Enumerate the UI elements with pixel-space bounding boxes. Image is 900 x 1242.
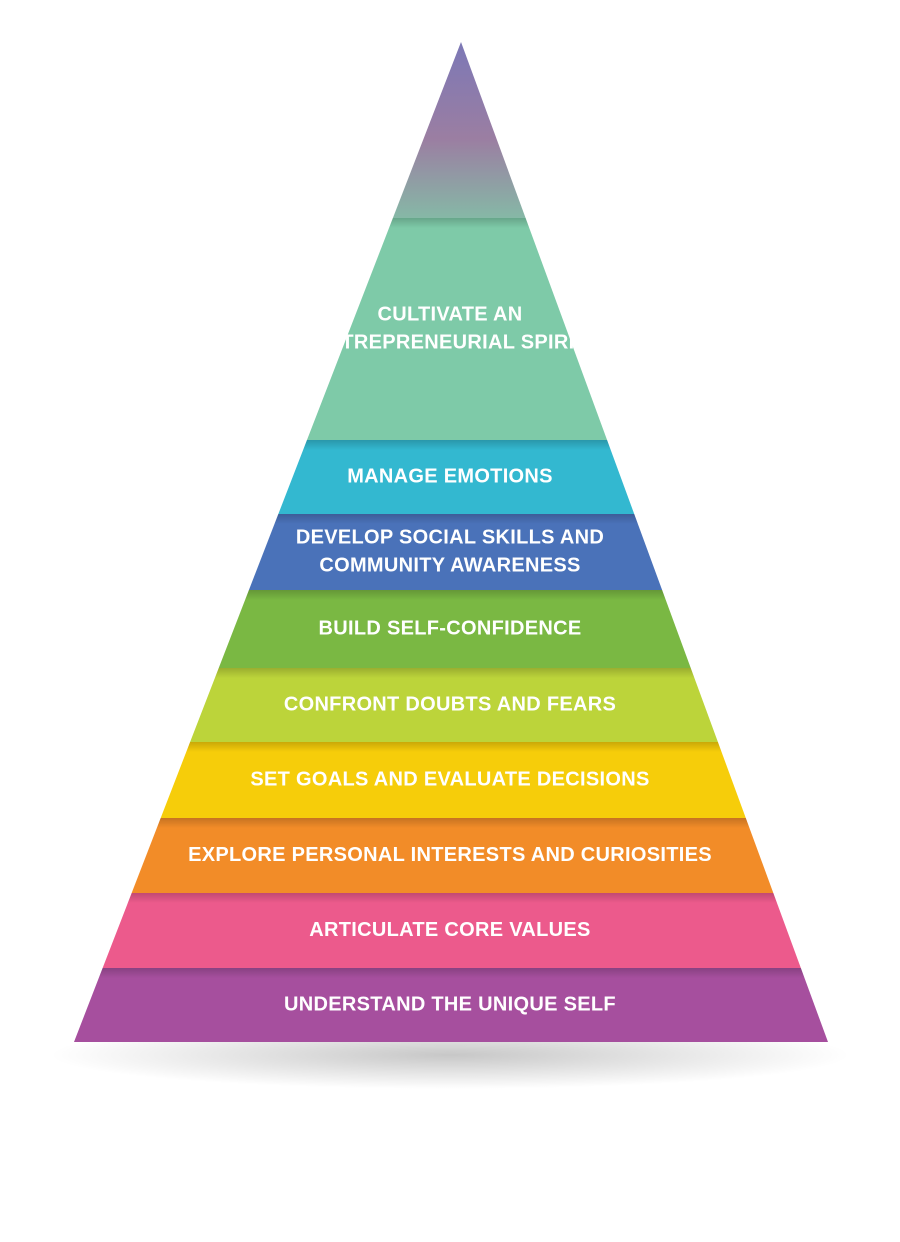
pyramid-tier: CONFRONT DOUBTS AND FEARS [190, 668, 718, 742]
pyramid-tier-label: ARTICULATE CORE VALUES [309, 919, 590, 941]
pyramid-tier-shade [245, 590, 666, 600]
pyramid-tier-label: ENTREPRENEURIAL SPIRIT [313, 331, 587, 353]
pyramid-tier-shade [303, 440, 611, 450]
pyramid-tier-label: SET GOALS AND EVALUATE DECISIONS [250, 768, 649, 790]
pyramid-tier-label: DEVELOP SOCIAL SKILLS AND [296, 526, 604, 548]
pyramid-tier-label: MANAGE EMOTIONS [347, 465, 553, 487]
pyramid-tier-shade [186, 742, 722, 752]
pyramid-tier-shade [274, 514, 638, 524]
pyramid-tier: DEVELOP SOCIAL SKILLS AND COMMUNITY AWARE… [248, 514, 663, 590]
pyramid-tier-label: COMMUNITY AWARENESS [319, 554, 580, 576]
pyramid-tier-band [102, 893, 801, 968]
pyramid-tier-label: UNDERSTAND THE UNIQUE SELF [284, 993, 616, 1015]
pyramid-tier: MANAGE EMOTIONS [278, 440, 635, 514]
pyramid-tier-shade [98, 968, 805, 978]
pyramid-tier-band [74, 968, 828, 1042]
pyramid-tier-label: CONFRONT DOUBTS AND FEARS [284, 693, 616, 715]
pyramid-tier-shade [127, 893, 777, 903]
pyramid-tier-band [160, 742, 746, 818]
pyramid-tier: SET GOALS AND EVALUATE DECISIONS [160, 742, 746, 818]
pyramid-tier-shade [389, 218, 530, 228]
pyramid-tier-label: BUILD SELF-CONFIDENCE [319, 617, 582, 639]
pyramid-tier: UNDERSTAND THE UNIQUE SELF [74, 968, 828, 1042]
pyramid-tier: EXPLORE PERSONAL INTERESTS AND CURIOSITI… [131, 818, 774, 893]
pyramid-apex [392, 42, 526, 218]
pyramid-tier-shade [156, 818, 750, 828]
pyramid-tier-band [218, 590, 691, 668]
pyramid-tier-shade [214, 668, 695, 678]
pyramid-tier-band [131, 818, 774, 893]
pyramid-tier: ARTICULATE CORE VALUES [102, 893, 801, 968]
pyramid-tier-band [248, 514, 663, 590]
pyramid-tier: CULTIVATE AN ENTREPRENEURIAL SPIRIT [306, 218, 608, 440]
pyramid-tier-label: CULTIVATE AN [377, 303, 522, 325]
pyramid-tier-band [190, 668, 718, 742]
pyramid-tier: BUILD SELF-CONFIDENCE [218, 590, 691, 668]
pyramid-tier-label: EXPLORE PERSONAL INTERESTS AND CURIOSITI… [188, 844, 712, 866]
pyramid-tier-band [278, 440, 635, 514]
pyramid-tier-band [306, 218, 608, 440]
